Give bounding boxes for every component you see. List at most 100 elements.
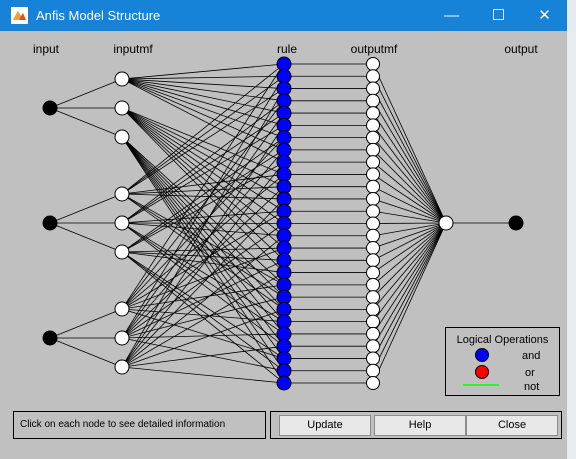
mf-rule-link — [121, 63, 285, 80]
anfis-network-diagram — [42, 56, 524, 391]
help-button[interactable]: Help — [374, 415, 466, 436]
inputmf-node[interactable] — [114, 100, 130, 116]
input-node[interactable] — [42, 330, 58, 346]
close-window-button[interactable]: ✕ — [538, 7, 551, 24]
mf-rule-link — [121, 112, 285, 339]
title-bar[interactable]: Anfis Model Structure — ☐ ✕ — [0, 0, 567, 31]
outputmf-node[interactable] — [366, 253, 380, 268]
outputmf-output-link — [372, 222, 447, 322]
input-mf-link — [49, 308, 123, 339]
mf-rule-link — [121, 78, 285, 126]
outputmf-output-link — [372, 186, 447, 224]
mf-rule-link — [121, 107, 285, 188]
mf-rule-link — [121, 193, 285, 310]
outputmf-node[interactable] — [366, 302, 380, 317]
mf-rule-link — [121, 337, 285, 372]
outputmf-node[interactable] — [366, 351, 380, 366]
mf-rule-link — [121, 308, 285, 359]
outputmf-node[interactable] — [366, 179, 380, 194]
mf-rule-link — [121, 345, 285, 368]
outputmf-node[interactable] — [366, 167, 380, 182]
outputmf-node[interactable] — [366, 130, 380, 145]
outputmf-node[interactable] — [366, 216, 380, 231]
mf-rule-link — [121, 161, 285, 368]
mf-rule-link — [121, 136, 285, 310]
inputmf-node[interactable] — [114, 186, 130, 202]
outputmf-output-link — [372, 125, 447, 224]
input-mf-link — [49, 337, 123, 368]
outputmf-node[interactable] — [366, 93, 380, 108]
mf-rule-link — [121, 308, 285, 323]
mf-rule-link — [121, 75, 285, 80]
mf-rule-link — [121, 198, 285, 368]
outputmf-node[interactable] — [366, 204, 380, 219]
input-node[interactable] — [42, 100, 58, 116]
outputmf-node[interactable] — [366, 228, 380, 243]
outputmf-output-link — [372, 210, 447, 224]
maximize-button[interactable]: ☐ — [491, 7, 506, 24]
inputmf-node[interactable] — [114, 129, 130, 145]
mf-rule-link — [121, 63, 285, 310]
mf-rule-link — [121, 223, 285, 339]
inputmf-node[interactable] — [114, 330, 130, 346]
outputmf-node[interactable] — [366, 326, 380, 341]
outputmf-node[interactable] — [366, 106, 380, 121]
outputmf-node[interactable] — [366, 339, 380, 354]
mf-rule-link — [121, 107, 285, 273]
mf-rule-link — [121, 251, 285, 384]
mf-rule-link — [121, 78, 285, 163]
outputmf-node[interactable] — [366, 363, 380, 378]
outputmf-node[interactable] — [366, 69, 380, 84]
mf-rule-link — [121, 78, 285, 138]
input-node[interactable] — [42, 215, 58, 231]
update-button[interactable]: Update — [279, 415, 371, 436]
mf-rule-link — [121, 193, 285, 286]
outputmf-output-link — [372, 222, 447, 298]
outputmf-node[interactable] — [366, 376, 380, 390]
outputmf-output-link — [372, 76, 447, 224]
mf-rule-link — [121, 193, 285, 298]
inputmf-node[interactable] — [114, 71, 130, 87]
mf-rule-link — [121, 125, 285, 224]
column-label-outputmf: outputmf — [350, 42, 398, 56]
outputmf-output-link — [372, 222, 447, 249]
output-node[interactable] — [508, 215, 524, 231]
outputmf-output-link — [372, 222, 447, 224]
outputmf-node[interactable] — [366, 290, 380, 305]
outputmf-node[interactable] — [366, 57, 380, 71]
outputmf-node[interactable] — [366, 265, 380, 280]
input-mf-link — [49, 107, 123, 138]
outputmf-node[interactable] — [366, 241, 380, 256]
minimize-button[interactable]: — — [444, 7, 459, 24]
mf-rule-link — [121, 161, 285, 253]
inputmf-node[interactable] — [114, 359, 130, 375]
outputmf-node[interactable] — [366, 118, 380, 133]
mf-rule-link — [121, 247, 285, 253]
outputmf-node[interactable] — [366, 142, 380, 157]
inputmf-node[interactable] — [114, 244, 130, 260]
mf-rule-link — [121, 222, 285, 347]
outputmf-node[interactable] — [366, 81, 380, 96]
mf-rule-link — [121, 107, 285, 175]
outputmf-node[interactable] — [366, 314, 380, 329]
outputmf-output-link — [372, 149, 447, 224]
mf-rule-link — [121, 251, 285, 359]
mf-rule-link — [121, 193, 285, 200]
outputmf-node[interactable] — [366, 155, 380, 170]
mf-rule-link — [121, 78, 285, 102]
mf-rule-link — [121, 259, 285, 339]
outputmf-node[interactable] — [366, 191, 380, 206]
mf-rule-link — [121, 136, 285, 322]
mf-rule-link — [121, 366, 285, 384]
mf-rule-link — [121, 149, 285, 339]
output-sum-node[interactable] — [438, 215, 454, 231]
outputmf-node[interactable] — [366, 277, 380, 292]
inputmf-node[interactable] — [114, 215, 130, 231]
close-button[interactable]: Close — [466, 415, 558, 436]
rule-node[interactable] — [276, 375, 292, 391]
outputmf-output-link — [372, 112, 447, 224]
button-panel: Update Help Close — [270, 411, 562, 439]
mf-rule-link — [121, 136, 285, 347]
mf-rule-link — [121, 100, 285, 224]
inputmf-node[interactable] — [114, 301, 130, 317]
